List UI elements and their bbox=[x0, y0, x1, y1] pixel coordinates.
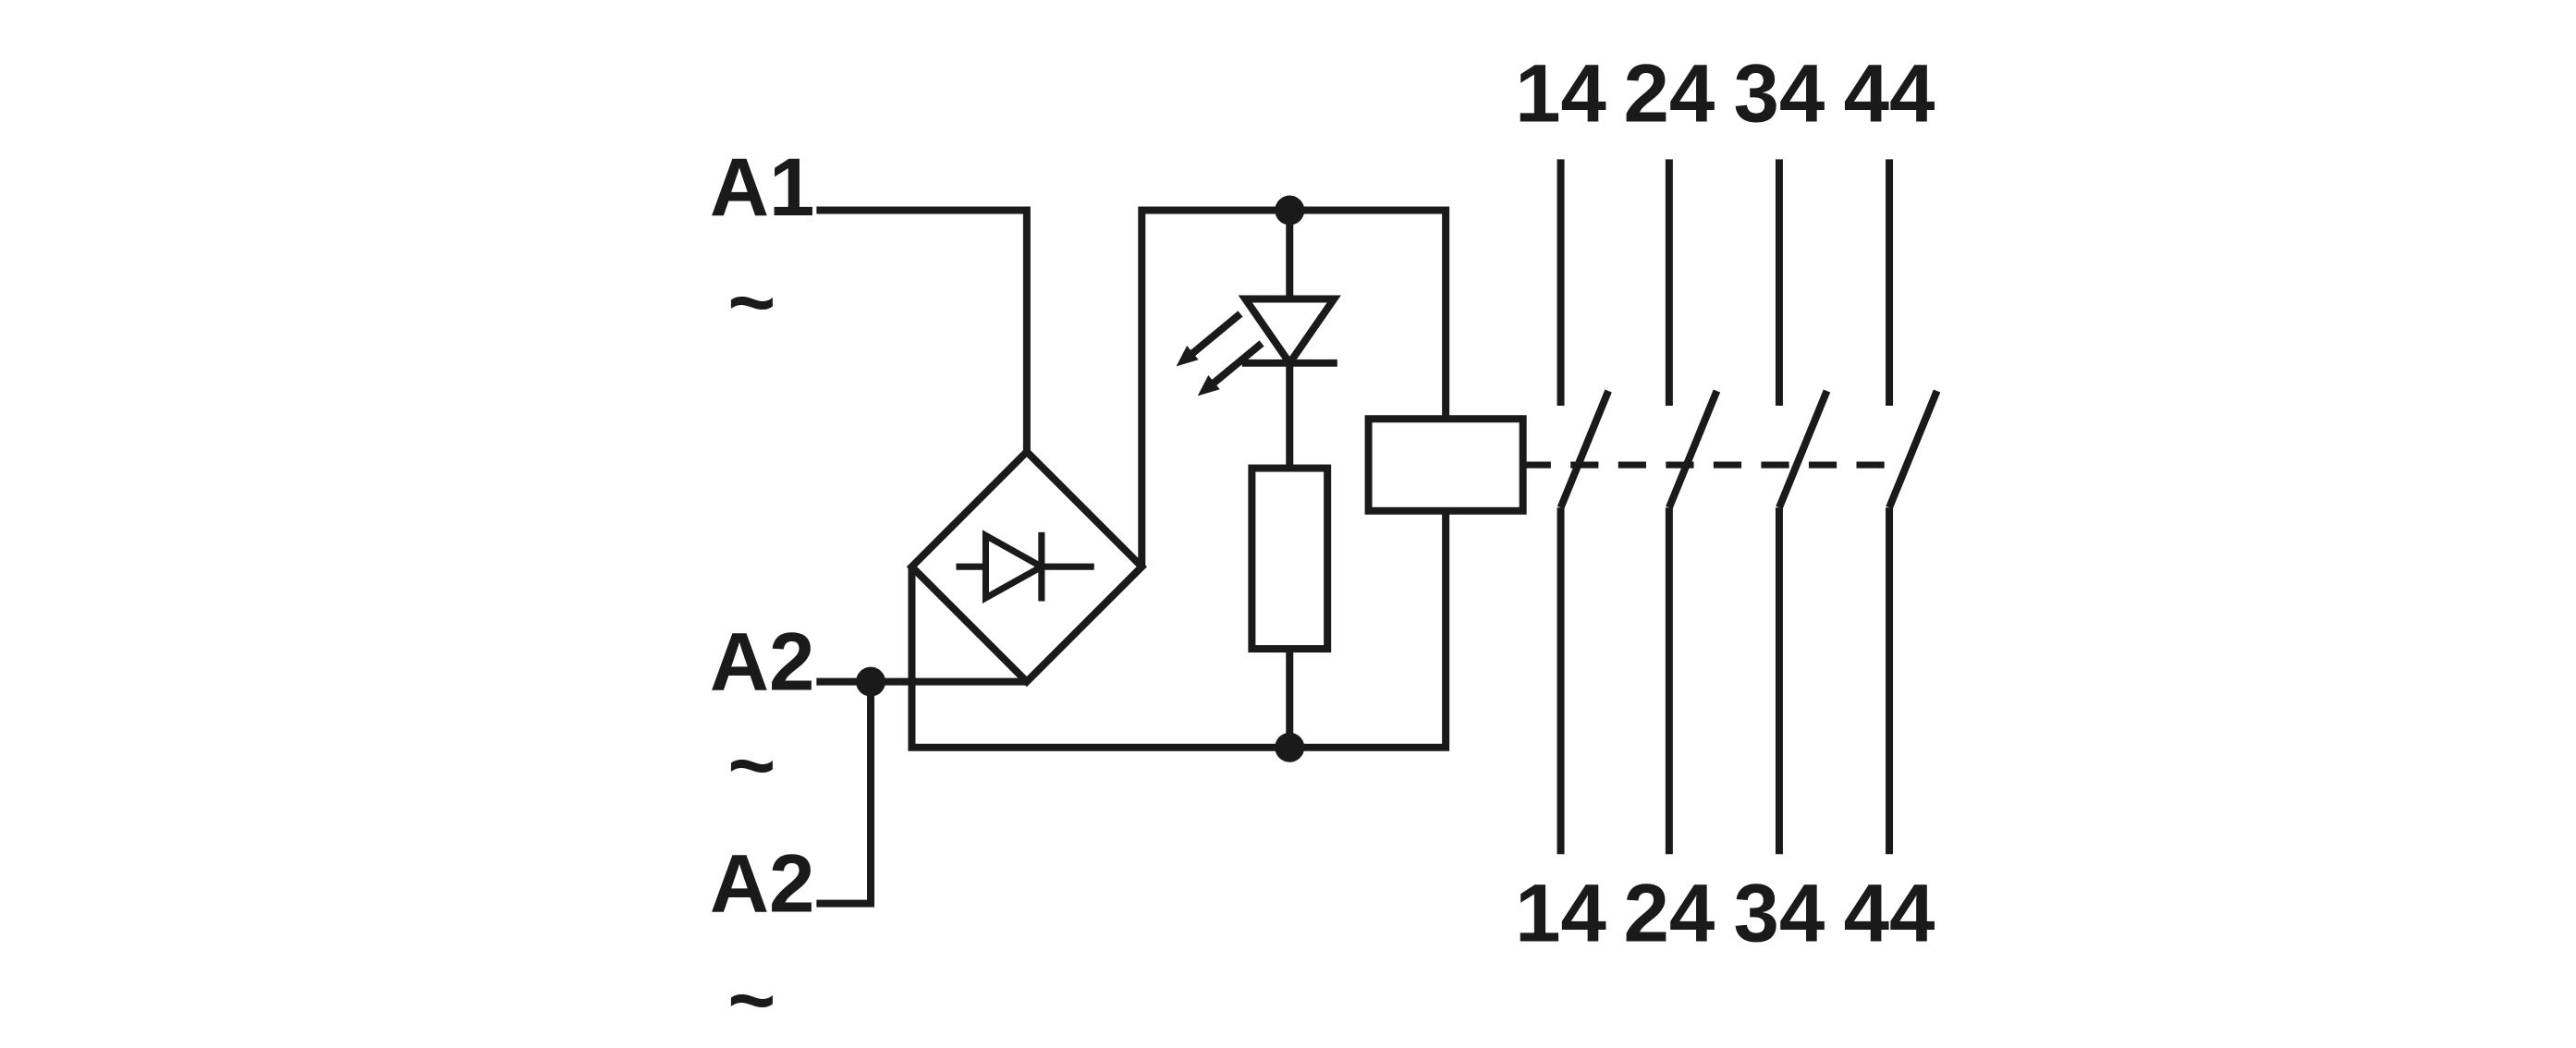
contact-label-top-44: 44 bbox=[1844, 48, 1935, 140]
contact-label-top-14: 14 bbox=[1515, 48, 1606, 140]
led-triangle bbox=[1238, 295, 1341, 370]
led-icon bbox=[1176, 295, 1341, 396]
led-arrow-shaft-1 bbox=[1190, 311, 1243, 357]
contact-44 bbox=[1886, 159, 1941, 855]
bridge-rectifier-icon bbox=[906, 446, 1147, 688]
contact-label-bottom-34: 34 bbox=[1734, 867, 1825, 958]
terminal-a2-lower-ac-symbol: ~ bbox=[727, 955, 775, 1046]
resistor-icon bbox=[1248, 464, 1332, 653]
contact-24-blade bbox=[1666, 389, 1721, 509]
led-arrow-head-2 bbox=[1197, 374, 1220, 396]
junction-dot-top-rail bbox=[1275, 195, 1305, 225]
contact-44-blade bbox=[1886, 389, 1941, 509]
terminal-a1-label: A1 bbox=[710, 141, 815, 233]
junction-dot-a2 bbox=[856, 666, 886, 697]
relay-coil-icon bbox=[1364, 415, 1527, 515]
contact-label-bottom-44: 44 bbox=[1844, 867, 1935, 958]
led-arrow-shaft-2 bbox=[1211, 340, 1264, 386]
contact-14-blade bbox=[1557, 389, 1612, 509]
terminal-a1-ac-symbol: ~ bbox=[727, 256, 775, 347]
contact-34 bbox=[1775, 159, 1831, 855]
terminal-a2-lower-label: A2 bbox=[710, 837, 815, 929]
contact-24 bbox=[1665, 159, 1721, 855]
contact-label-top-34: 34 bbox=[1734, 48, 1825, 140]
terminal-a2-upper-label: A2 bbox=[710, 616, 815, 708]
led-arrow-head-1 bbox=[1176, 345, 1199, 367]
contact-label-bottom-24: 24 bbox=[1623, 867, 1715, 958]
terminal-a2-upper-ac-symbol: ~ bbox=[727, 719, 775, 810]
contact-label-top-24: 24 bbox=[1623, 48, 1715, 140]
contact-label-bottom-14: 14 bbox=[1515, 867, 1606, 958]
wire-a2-jumper bbox=[816, 681, 875, 908]
wire-a1 bbox=[816, 206, 1031, 452]
bridge-diode-triangle bbox=[982, 530, 1049, 604]
wire-dc-negative-rail bbox=[908, 510, 1450, 751]
contact-14 bbox=[1557, 159, 1612, 855]
junction-dot-bottom-rail bbox=[1275, 732, 1305, 762]
contact-34-blade bbox=[1776, 389, 1831, 509]
